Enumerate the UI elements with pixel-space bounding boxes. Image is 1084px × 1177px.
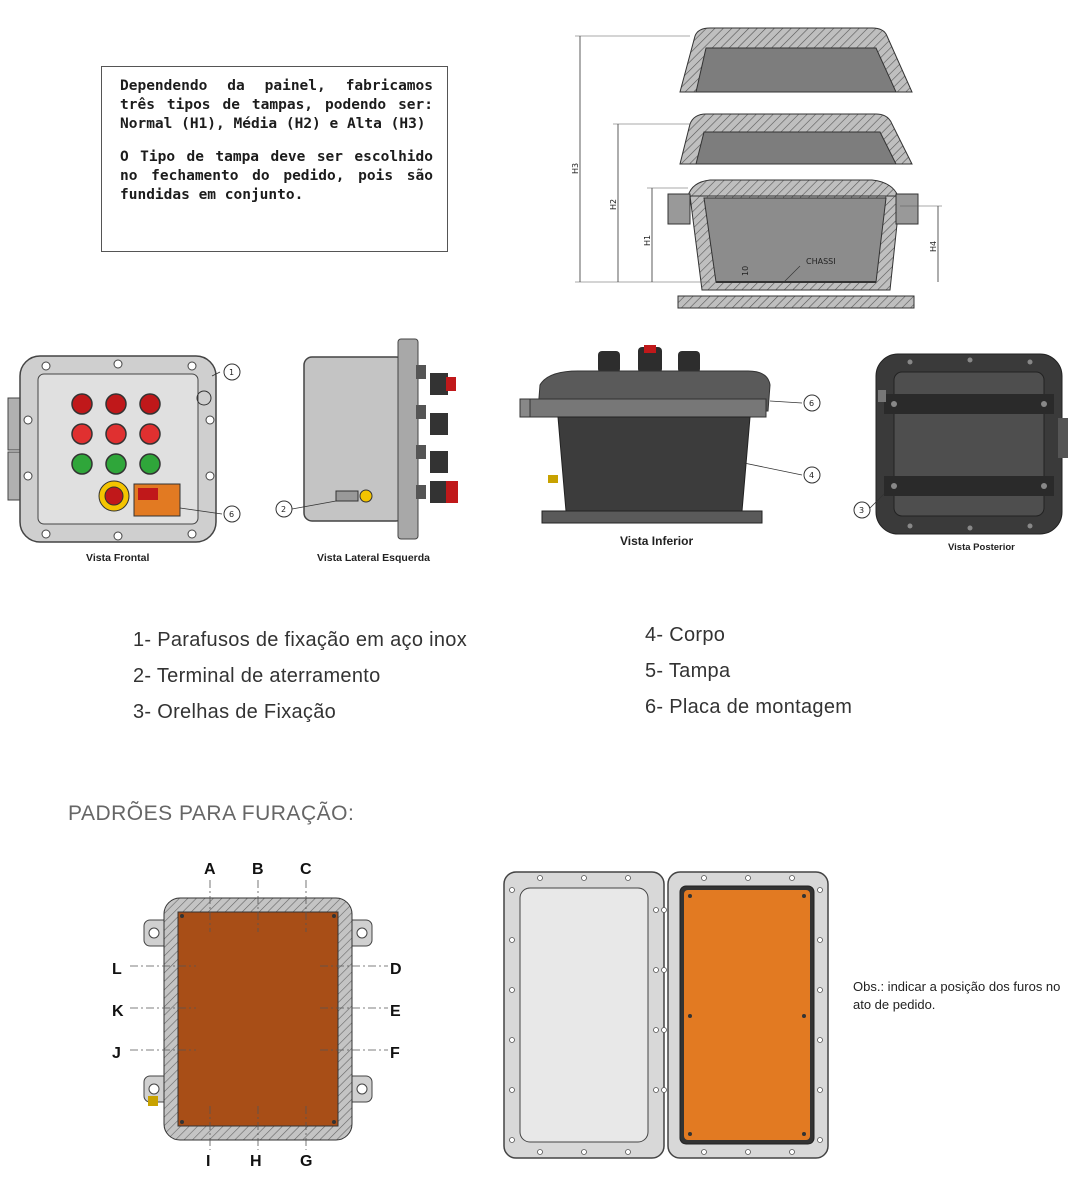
hole-letter-b: B: [252, 861, 264, 878]
hole-letter-l: L: [112, 961, 122, 978]
hole-letter-f: F: [390, 1045, 400, 1062]
hole-letter-d: D: [390, 961, 402, 978]
dimension-h2-label: H2: [609, 199, 618, 210]
legend-item-3: 3- Orelhas de Fixação: [133, 701, 337, 723]
open-enclosure-drawing: [503, 871, 829, 1159]
bottom-view-drawing: 6 4: [519, 345, 821, 524]
callout-2-left: 2: [281, 505, 286, 514]
drilling-patterns-title: PADRÕES PARA FURAÇÃO:: [68, 802, 355, 825]
rear-view-caption: Vista Posterior: [948, 542, 1015, 553]
hole-letter-h: H: [250, 1153, 262, 1170]
dimension-h3-label: H3: [571, 163, 580, 174]
legend-item-1: 1- Parafusos de fixação em aço inox: [133, 629, 468, 651]
callout-3-rear: 3: [859, 506, 864, 515]
dimension-10-label: 10: [741, 266, 750, 276]
left-view-caption: Vista Lateral Esquerda: [317, 552, 431, 564]
hole-letter-i: I: [206, 1153, 210, 1170]
hole-letter-c: C: [300, 861, 312, 878]
hole-letter-j: J: [112, 1045, 121, 1062]
chassi-label: CHASSI: [806, 257, 836, 266]
parts-legend-right: 4- Corpo 5- Tampa 6- Placa de montagem: [645, 617, 852, 725]
bottom-view-caption: Vista Inferior: [620, 534, 694, 548]
rear-view-drawing: 3: [853, 353, 1068, 535]
left-view-drawing: 2: [275, 338, 458, 540]
legend-item-6: 6- Placa de montagem: [645, 696, 853, 718]
lid-height-section-drawing: H3 H2 H1 H4 CHASSI 10: [571, 27, 942, 309]
front-view-caption: Vista Frontal: [86, 552, 150, 564]
hole-letter-a: A: [204, 861, 216, 878]
dimension-h4-label: H4: [929, 241, 938, 252]
callout-6-front: 6: [229, 510, 234, 519]
legend-item-5: 5- Tampa: [645, 660, 731, 682]
legend-item-2: 2- Terminal de aterramento: [133, 665, 381, 687]
dimension-h1-label: H1: [643, 235, 652, 246]
hole-letter-e: E: [390, 1003, 401, 1020]
hole-letter-k: K: [112, 1003, 124, 1020]
callout-6-bottom: 6: [809, 399, 814, 408]
callout-1-front: 1: [229, 368, 234, 377]
drilling-pattern-diagram: A B C D E F G H I J K L: [112, 861, 402, 1170]
legend-item-4: 4- Corpo: [645, 624, 726, 646]
parts-legend-left: 1- Parafusos de fixação em aço inox 2- T…: [133, 622, 467, 730]
hole-letter-g: G: [300, 1153, 312, 1170]
drilling-observation-note: Obs.: indicar a posição dos furos no ato…: [853, 979, 1061, 1012]
callout-4-bottom: 4: [809, 471, 814, 480]
tampa-info-paragraph-1: Dependendo da painel, fabricamos três ti…: [120, 78, 433, 132]
front-view-drawing: 1 6: [7, 355, 241, 543]
tampa-info-box: Dependendo da painel, fabricamos três ti…: [101, 66, 448, 252]
tampa-info-paragraph-2: O Tipo de tampa deve ser escolhido no fe…: [120, 149, 433, 203]
